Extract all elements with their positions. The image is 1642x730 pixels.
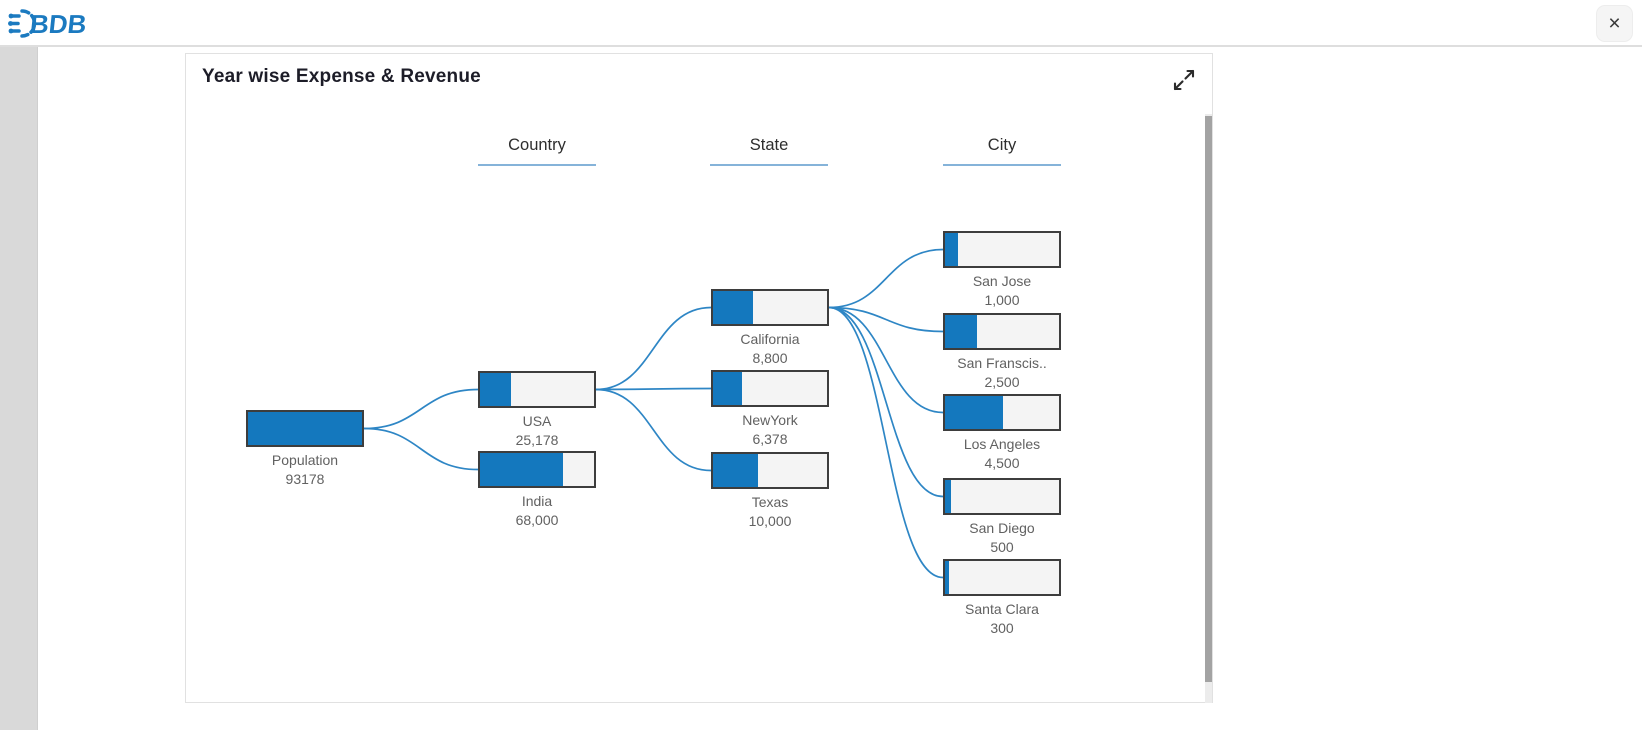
node-label: Santa Clara [965, 601, 1039, 617]
tree-links [363, 248, 944, 579]
expand-button[interactable] [1171, 67, 1197, 93]
node-bar[interactable] [246, 410, 364, 447]
node-bar-fill [713, 291, 753, 324]
node-value: 2,500 [984, 374, 1020, 390]
node-bar[interactable] [478, 371, 596, 408]
node-label: NewYork [742, 412, 798, 428]
bdb-logo-icon: BDB [8, 9, 88, 39]
node-bar[interactable] [943, 394, 1061, 431]
tree-link [828, 306, 944, 579]
app-header: BDB × [0, 0, 1642, 47]
tree-link [363, 388, 479, 430]
node-label: San Diego [969, 520, 1035, 536]
node-bar-fill [713, 454, 759, 487]
node-label: California [740, 331, 800, 347]
tree-node-los-angeles[interactable]: Los Angeles 4,500 [943, 394, 1061, 472]
node-label: India [521, 493, 553, 509]
node-value: 1,000 [984, 292, 1020, 308]
node-bar-fill [480, 453, 564, 486]
page-body: Year wise Expense & Revenue Country State… [0, 47, 1642, 730]
node-bar-fill [713, 372, 742, 405]
scrollbar-thumb[interactable] [1205, 116, 1212, 682]
tree-link [595, 387, 712, 391]
node-bar[interactable] [711, 452, 829, 489]
node-value: 93178 [285, 471, 325, 487]
tree-node-san-franscis[interactable]: San Franscis.. 2,500 [943, 313, 1061, 391]
left-gutter [0, 47, 38, 730]
card-scrollbar[interactable] [1205, 114, 1212, 703]
close-icon: × [1608, 12, 1621, 35]
tree-node-texas[interactable]: Texas 10,000 [711, 452, 829, 530]
node-value: 8,800 [752, 350, 788, 366]
tree-link [828, 306, 944, 498]
node-value: 10,000 [748, 513, 792, 529]
tree-node-california[interactable]: California 8,800 [711, 289, 829, 367]
tree-link [828, 306, 944, 333]
node-label: Population [271, 452, 339, 468]
node-bar[interactable] [478, 451, 596, 488]
node-value: 500 [990, 539, 1014, 555]
node-bar-fill [945, 315, 978, 348]
node-bar-fill [480, 373, 511, 406]
node-bar[interactable] [711, 289, 829, 326]
column-header-state[interactable]: State [710, 136, 828, 166]
tree-link [595, 388, 712, 472]
expand-icon [1173, 69, 1195, 91]
tree-link [595, 306, 712, 391]
tree-node-san-diego[interactable]: San Diego 500 [943, 478, 1061, 556]
node-value: 300 [990, 620, 1014, 636]
node-label: USA [522, 413, 552, 429]
node-bar-fill [945, 480, 952, 513]
tree-node-usa[interactable]: USA 25,178 [478, 371, 596, 449]
node-bar[interactable] [943, 231, 1061, 268]
node-bar[interactable] [943, 559, 1061, 596]
column-header-city[interactable]: City [943, 136, 1061, 166]
column-header-country[interactable]: Country [478, 136, 596, 166]
chart-title: Year wise Expense & Revenue [202, 66, 481, 87]
tree-link [363, 427, 479, 471]
tree-node-santa-clara[interactable]: Santa Clara 300 [943, 559, 1061, 637]
bdb-logo-text: BDB [29, 9, 88, 39]
tree-node-newyork[interactable]: NewYork 6,378 [711, 370, 829, 448]
node-bar[interactable] [943, 313, 1061, 350]
node-value: 6,378 [752, 431, 788, 447]
node-bar-fill [945, 233, 958, 266]
node-bar[interactable] [943, 478, 1061, 515]
node-bar[interactable] [711, 370, 829, 407]
node-label: Los Angeles [963, 436, 1041, 452]
tree-link [828, 248, 944, 309]
node-value: 4,500 [984, 455, 1020, 471]
node-label: San Jose [972, 273, 1032, 289]
tree-link [828, 306, 944, 414]
node-label: Texas [751, 494, 789, 510]
tree-node-san-jose[interactable]: San Jose 1,000 [943, 231, 1061, 309]
node-value: 25,178 [515, 432, 559, 448]
node-label: San Franscis.. [957, 355, 1047, 371]
node-bar-fill [945, 561, 949, 594]
node-bar-fill [945, 396, 1004, 429]
tree-node-india[interactable]: India 68,000 [478, 451, 596, 529]
node-bar-fill [248, 412, 362, 445]
node-value: 68,000 [515, 512, 559, 528]
bdb-logo[interactable]: BDB [8, 7, 96, 40]
close-button[interactable]: × [1596, 5, 1633, 42]
tree-node-population[interactable]: Population 93178 [246, 410, 364, 488]
chart-card: Year wise Expense & Revenue Country State… [185, 53, 1213, 703]
